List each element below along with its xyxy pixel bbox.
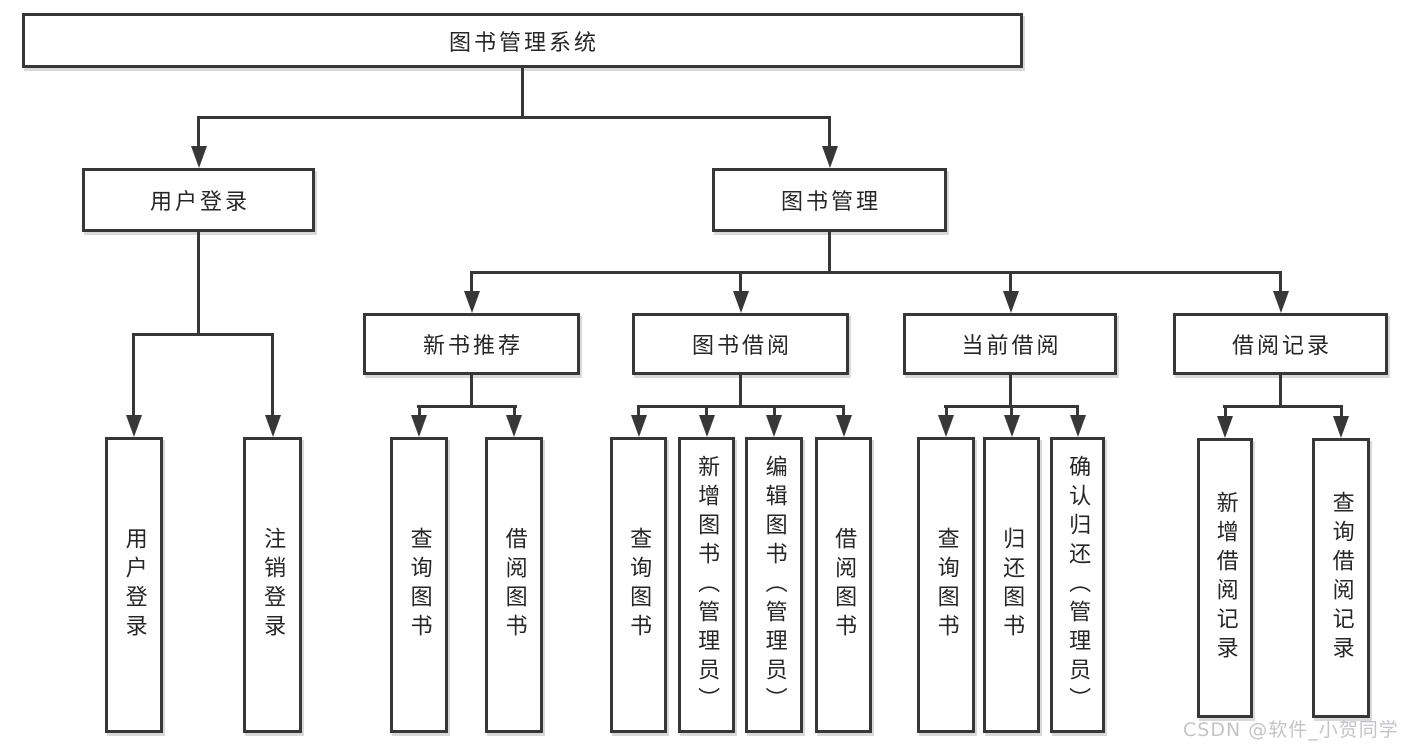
node-label: 当前借阅	[961, 334, 1062, 359]
connector-drop	[842, 405, 845, 417]
connector-stem	[739, 375, 742, 407]
connector-user-login-stem	[197, 232, 200, 335]
arrow-down-icon	[733, 291, 749, 313]
connector-drop	[513, 405, 516, 417]
node-current-borrowing: 当前借阅	[903, 313, 1117, 375]
leaf-label: 注销登录	[260, 527, 286, 643]
leaf-logout: 注销登录	[243, 437, 302, 733]
arrow-down-icon	[822, 146, 838, 168]
leaf-query-borrow-record: 查询借阅记录	[1312, 438, 1370, 718]
leaf-label: 用户登录	[121, 527, 147, 643]
leaf-recommend-query-books: 查询图书	[390, 437, 448, 733]
leaf-edit-books-admin: 编辑图书（管理员）	[745, 437, 803, 733]
connector-drop	[418, 405, 421, 417]
leaf-confirm-return-admin: 确认归还（管理员）	[1050, 437, 1105, 733]
connector-level2-bar	[197, 116, 831, 119]
leaf-borrow-query-books: 查询图书	[610, 437, 667, 733]
node-label: 图书借阅	[691, 334, 792, 359]
connector-drop	[470, 271, 473, 295]
leaf-label: 查询借阅记录	[1328, 491, 1354, 665]
leaf-add-books-admin: 新增图书（管理员）	[678, 437, 735, 733]
leaf-label: 新增借阅记录	[1212, 491, 1238, 665]
node-label: 借阅记录	[1231, 334, 1332, 359]
leaf-recommend-borrow-books: 借阅图书	[485, 437, 543, 733]
connector-drop	[132, 333, 135, 417]
connector-bar	[417, 405, 517, 408]
connector-drop	[1224, 405, 1227, 418]
node-label: 图书管理	[780, 190, 881, 215]
leaf-label: 查询图书	[406, 527, 432, 643]
leaf-user-login: 用户登录	[105, 437, 163, 733]
connector-stem	[470, 375, 473, 407]
connector-drop	[773, 405, 776, 417]
arrow-down-icon	[631, 415, 647, 437]
connector-stem	[1279, 375, 1282, 407]
arrow-down-icon	[938, 415, 954, 437]
leaf-label: 查询图书	[933, 527, 959, 643]
leaf-label: 借阅图书	[501, 527, 527, 643]
arrow-down-icon	[126, 415, 142, 437]
arrow-down-icon	[1217, 416, 1233, 438]
connector-drop	[705, 405, 708, 417]
arrow-down-icon	[506, 415, 522, 437]
connector-drop	[271, 333, 274, 417]
leaf-return-books: 归还图书	[983, 437, 1040, 733]
arrow-down-icon	[191, 146, 207, 168]
leaf-borrow-books: 借阅图书	[815, 437, 872, 733]
connector-bar	[1223, 405, 1343, 408]
leaf-label: 确认归还（管理员）	[1065, 454, 1091, 716]
connector-user-login-bar	[132, 333, 274, 336]
node-label: 新书推荐	[422, 334, 523, 359]
connector-drop	[1009, 271, 1012, 295]
arrow-down-icon	[411, 415, 427, 437]
leaf-label: 新增图书（管理员）	[694, 454, 720, 716]
connector-drop	[1010, 405, 1013, 417]
node-label: 图书管理系统	[448, 30, 599, 56]
leaf-label: 查询图书	[626, 527, 652, 643]
arrow-down-icon	[1333, 416, 1349, 438]
connector-level3-bar	[470, 271, 1281, 274]
connector-root-stem	[521, 68, 524, 119]
arrow-down-icon	[1004, 415, 1020, 437]
leaf-current-query-books: 查询图书	[917, 437, 975, 733]
arrow-down-icon	[836, 415, 852, 437]
arrow-down-icon	[766, 415, 782, 437]
leaf-add-borrow-record: 新增借阅记录	[1197, 438, 1253, 718]
connector-drop	[1076, 405, 1079, 417]
leaf-label: 编辑图书（管理员）	[761, 454, 787, 716]
connector-drop	[637, 405, 640, 417]
node-new-book-recommendation: 新书推荐	[363, 313, 580, 375]
arrow-down-icon	[464, 291, 480, 313]
arrow-down-icon	[1070, 415, 1086, 437]
connector-bar	[637, 405, 845, 408]
connector-drop	[828, 116, 831, 148]
connector-drop	[1340, 405, 1343, 418]
watermark: CSDN @软件_小贺同学	[1183, 719, 1399, 741]
node-label: 用户登录	[149, 190, 250, 215]
leaf-label: 归还图书	[999, 527, 1025, 643]
node-book-management: 图书管理	[712, 168, 947, 232]
arrow-down-icon	[1003, 291, 1019, 313]
node-borrowing-records: 借阅记录	[1173, 313, 1388, 375]
connector-drop	[197, 116, 200, 148]
arrow-down-icon	[1273, 291, 1289, 313]
connector-book-management-stem	[828, 232, 831, 273]
node-library-management-system: 图书管理系统	[22, 13, 1023, 68]
arrow-down-icon	[265, 415, 281, 437]
leaf-label: 借阅图书	[831, 527, 857, 643]
arrow-down-icon	[699, 415, 715, 437]
node-book-borrowing: 图书借阅	[632, 313, 849, 375]
connector-stem	[1009, 375, 1012, 407]
connector-drop	[1279, 271, 1282, 295]
node-user-login: 用户登录	[82, 168, 315, 232]
connector-drop	[739, 271, 742, 295]
connector-drop	[945, 405, 948, 417]
